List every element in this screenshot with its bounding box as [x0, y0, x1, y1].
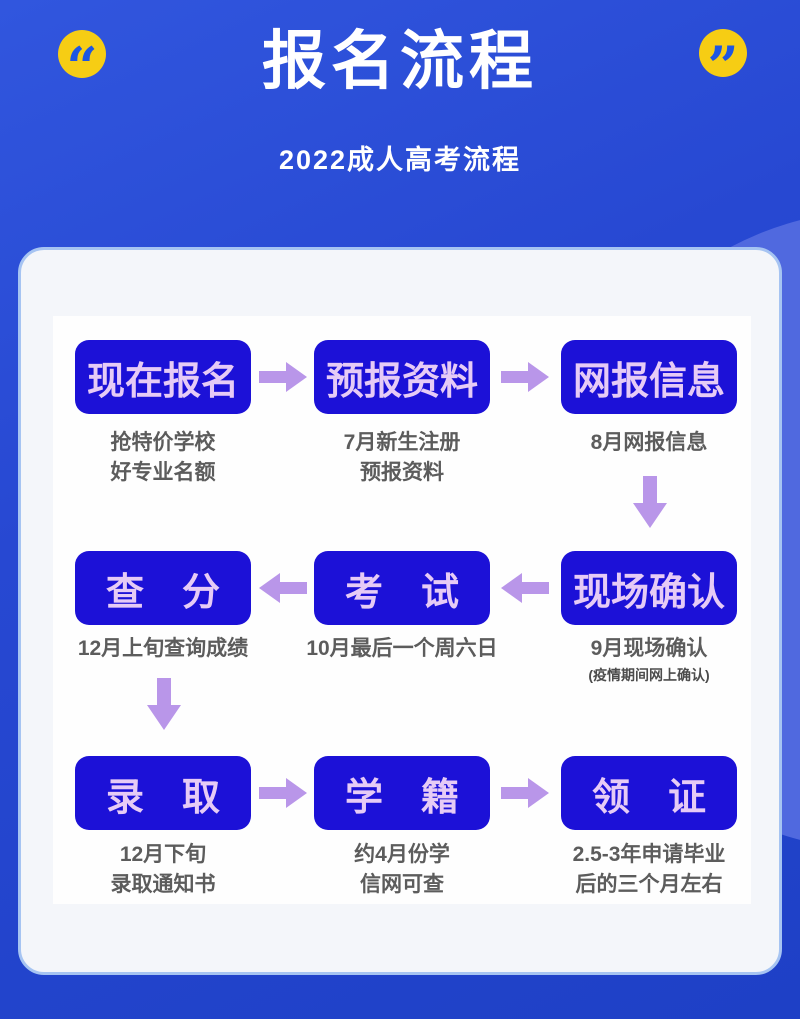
step-box-online-registration: 网报信息 — [561, 340, 737, 414]
caption-line: 2.5-3年申请毕业 — [572, 843, 726, 866]
arrow-left-icon — [259, 570, 307, 606]
step-box-register-now: 现在报名 — [75, 340, 251, 414]
caption-line: 后的三个月左右 — [575, 873, 723, 896]
step-box-exam: 考 试 — [314, 551, 490, 625]
arrow-left-icon — [501, 570, 549, 606]
open-quote-badge: “ — [58, 30, 106, 94]
caption-note: (疫情期间网上确认) — [588, 667, 710, 683]
step-box-pre-register-materials: 预报资料 — [314, 340, 490, 414]
step-caption-pre-register-materials: 7月新生注册 预报资料 — [272, 428, 532, 488]
arrow-right-icon — [259, 359, 307, 395]
step-caption-check-scores: 12月上旬查询成绩 — [33, 634, 293, 664]
step-box-student-status: 学 籍 — [314, 756, 490, 830]
page-title: 报名流程 — [262, 25, 538, 97]
arrow-right-icon — [501, 775, 549, 811]
step-caption-admission: 12月下旬 录取通知书 — [33, 840, 293, 900]
step-caption-get-certificate: 2.5-3年申请毕业 后的三个月左右 — [519, 840, 779, 900]
step-box-onsite-confirmation: 现场确认 — [561, 551, 737, 625]
step-box-admission: 录 取 — [75, 756, 251, 830]
caption-line: 8月网报信息 — [590, 431, 708, 454]
caption-line: 10月最后一个周六日 — [306, 637, 498, 660]
caption-line: 好专业名额 — [110, 461, 216, 484]
arrow-down-icon — [145, 678, 183, 730]
step-caption-exam: 10月最后一个周六日 — [272, 634, 532, 664]
caption-line: 录取通知书 — [110, 873, 216, 896]
step-box-check-scores: 查 分 — [75, 551, 251, 625]
caption-line: 12月上旬查询成绩 — [77, 637, 249, 660]
step-caption-online-registration: 8月网报信息 — [519, 428, 779, 458]
close-quote-icon: ” — [707, 34, 739, 98]
caption-line: 约4月份学 — [354, 843, 450, 866]
step-caption-student-status: 约4月份学 信网可查 — [272, 840, 532, 900]
arrow-down-icon — [631, 476, 669, 528]
page-subtitle: 2022成人高考流程 — [278, 145, 522, 175]
close-quote-badge: ” — [699, 29, 747, 93]
flowchart-card: 现在报名 预报资料 网报信息 抢特价学校 好专业名额 7月新生注册 预报资料 8… — [18, 247, 782, 975]
arrow-right-icon — [501, 359, 549, 395]
open-quote-icon: “ — [66, 35, 98, 99]
step-caption-register-now: 抢特价学校 好专业名额 — [33, 428, 293, 488]
caption-line: 9月现场确认 — [590, 637, 708, 660]
caption-line: 12月下旬 — [119, 843, 207, 866]
step-box-get-certificate: 领 证 — [561, 756, 737, 830]
caption-line: 预报资料 — [360, 461, 444, 484]
caption-line: 信网可查 — [360, 873, 444, 896]
arrow-right-icon — [259, 775, 307, 811]
caption-line: 7月新生注册 — [343, 431, 461, 454]
caption-line: 抢特价学校 — [110, 431, 216, 454]
step-caption-onsite-confirmation: 9月现场确认 (疫情期间网上确认) — [519, 634, 779, 686]
